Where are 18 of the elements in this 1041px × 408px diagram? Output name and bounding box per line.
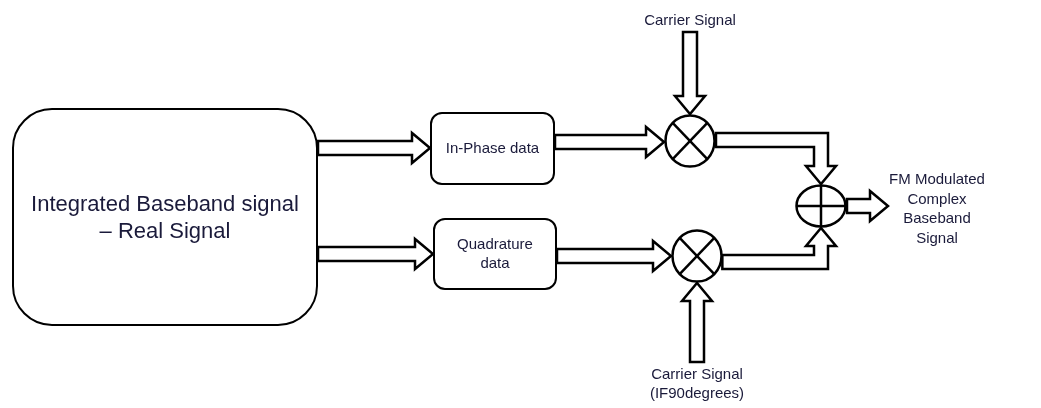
block-arrow xyxy=(553,124,666,160)
box-label: Integrated Baseband signal – Real Signal xyxy=(30,189,300,245)
process-box xyxy=(430,112,555,185)
signal-label: FM Modulated Complex Baseband Signal xyxy=(888,169,986,247)
block-arrow xyxy=(316,236,435,272)
process-box xyxy=(12,108,318,326)
block-arrow xyxy=(679,281,715,364)
signal-label: Carrier Signal (IF90degrees) xyxy=(648,363,746,403)
block-arrow xyxy=(672,30,708,116)
block-arrow xyxy=(845,188,890,224)
process-box xyxy=(433,218,557,290)
block-arrow xyxy=(714,131,839,186)
box-label: In-Phase data xyxy=(444,139,541,158)
block-arrow xyxy=(316,130,432,166)
signal-label: Carrier Signal xyxy=(644,10,736,30)
block-arrow xyxy=(555,238,673,274)
box-label: Quadrature data xyxy=(456,235,534,273)
block-arrow xyxy=(721,226,839,271)
